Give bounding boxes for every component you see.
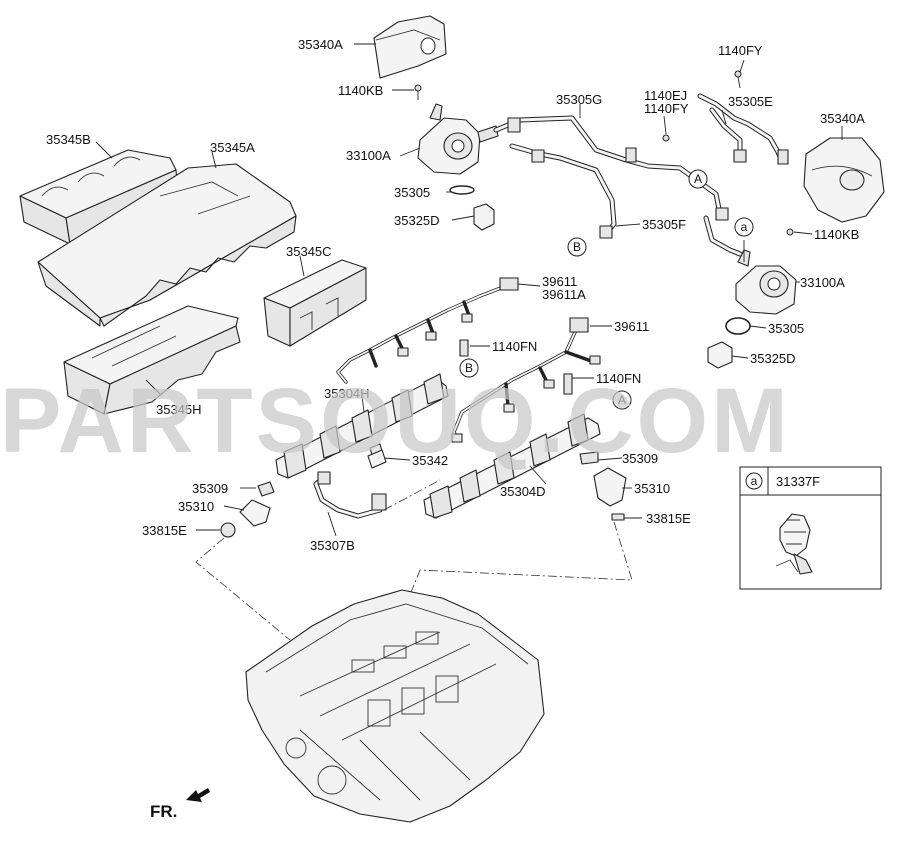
label-39611-right: 39611 <box>614 319 649 334</box>
label-33100a-left: 33100A <box>346 148 391 163</box>
label-35307b: 35307B <box>310 538 355 553</box>
label-35345b: 35345B <box>46 132 91 147</box>
pressure-sensor-35342 <box>367 449 387 469</box>
label-1140fy-mid: 1140FY <box>644 101 689 116</box>
label-35340a-right: 35340A <box>820 111 865 126</box>
callout-a-small-text: a <box>741 220 748 234</box>
callout-B-rail-text: B <box>465 361 473 375</box>
label-35340a-left: 35340A <box>298 37 343 52</box>
pump-cover-left-35340a <box>373 15 447 79</box>
legend-ref: a <box>751 474 758 488</box>
callout-a-small: a <box>734 217 754 237</box>
label-1140fn-left: 1140FN <box>492 339 537 354</box>
label-35309-left: 35309 <box>192 481 228 496</box>
engine-cover-35345h <box>63 305 241 415</box>
watermark: PARTSOUQ.COM <box>0 370 791 472</box>
label-35305e: 35305E <box>728 94 773 109</box>
injector-right <box>593 467 627 521</box>
engine-cover-35345b <box>19 149 179 245</box>
label-35345a: 35345A <box>210 140 255 155</box>
label-35310-right: 35310 <box>634 481 670 496</box>
label-1140fn-right: 1140FN <box>596 371 641 386</box>
label-35305f: 35305F <box>642 217 686 232</box>
front-label: FR. <box>150 802 177 821</box>
front-direction-indicator: FR. <box>150 788 210 821</box>
pump-cover-right-35340a <box>803 137 885 223</box>
label-35305g: 35305G <box>556 92 602 107</box>
callout-B-rail: B <box>459 358 479 378</box>
label-33815e-right: 33815E <box>646 511 691 526</box>
label-35305-left: 35305 <box>394 185 430 200</box>
injector-left <box>220 481 275 538</box>
label-35305-right: 35305 <box>768 321 804 336</box>
front-arrow-icon <box>186 788 210 802</box>
callout-A-top: A <box>688 169 708 189</box>
label-35345c: 35345C <box>286 244 332 259</box>
fuel-rail-right-35304d <box>423 373 601 519</box>
label-1140ej: 1140EJ <box>644 88 687 103</box>
label-35304d: 35304D <box>500 484 546 499</box>
label-35342: 35342 <box>412 453 448 468</box>
label-1140kb-left: 1140KB <box>338 83 383 98</box>
legend-box: a 31337F <box>739 466 882 590</box>
label-35345h: 35345H <box>156 402 202 417</box>
label-1140fy-top: 1140FY <box>718 43 763 58</box>
leader-lines <box>95 43 843 537</box>
callout-B-top-text: B <box>573 240 581 254</box>
hp-fuel-pump-left <box>414 84 499 231</box>
assembly-guide-lines <box>195 479 633 641</box>
fuel-pipe-35307b <box>313 471 387 519</box>
engine-block <box>245 589 545 823</box>
label-35325d-right: 35325D <box>750 351 796 366</box>
label-35304h: 35304H <box>324 386 370 401</box>
wiring-harness-39611a <box>336 277 519 384</box>
clamp-31337f <box>775 513 813 575</box>
fuel-rail-left-35304h <box>275 339 469 479</box>
callout-A-top-text: A <box>694 172 702 186</box>
callout-B-top: B <box>567 237 587 257</box>
label-33100a-right: 33100A <box>800 275 845 290</box>
engine-cover-35345a <box>37 163 297 327</box>
label-33815e-left: 33815E <box>142 523 187 538</box>
legend-part-number: 31337F <box>776 474 820 489</box>
callout-A-rail-text: A <box>618 393 626 407</box>
label-39611-left: 39611 <box>542 274 577 289</box>
callout-A-rail: A <box>612 390 632 410</box>
label-35310-left: 35310 <box>178 499 214 514</box>
label-39611a: 39611A <box>542 287 586 302</box>
label-1140kb-right: 1140KB <box>814 227 859 242</box>
wiring-harness-39611 <box>451 317 601 443</box>
label-35325d-left: 35325D <box>394 213 440 228</box>
engine-cover-35345c <box>263 259 367 347</box>
part-labels: 35340A 1140KB 33100A 35305 35325D 35305G… <box>46 37 865 553</box>
label-35309-right: 35309 <box>622 451 658 466</box>
